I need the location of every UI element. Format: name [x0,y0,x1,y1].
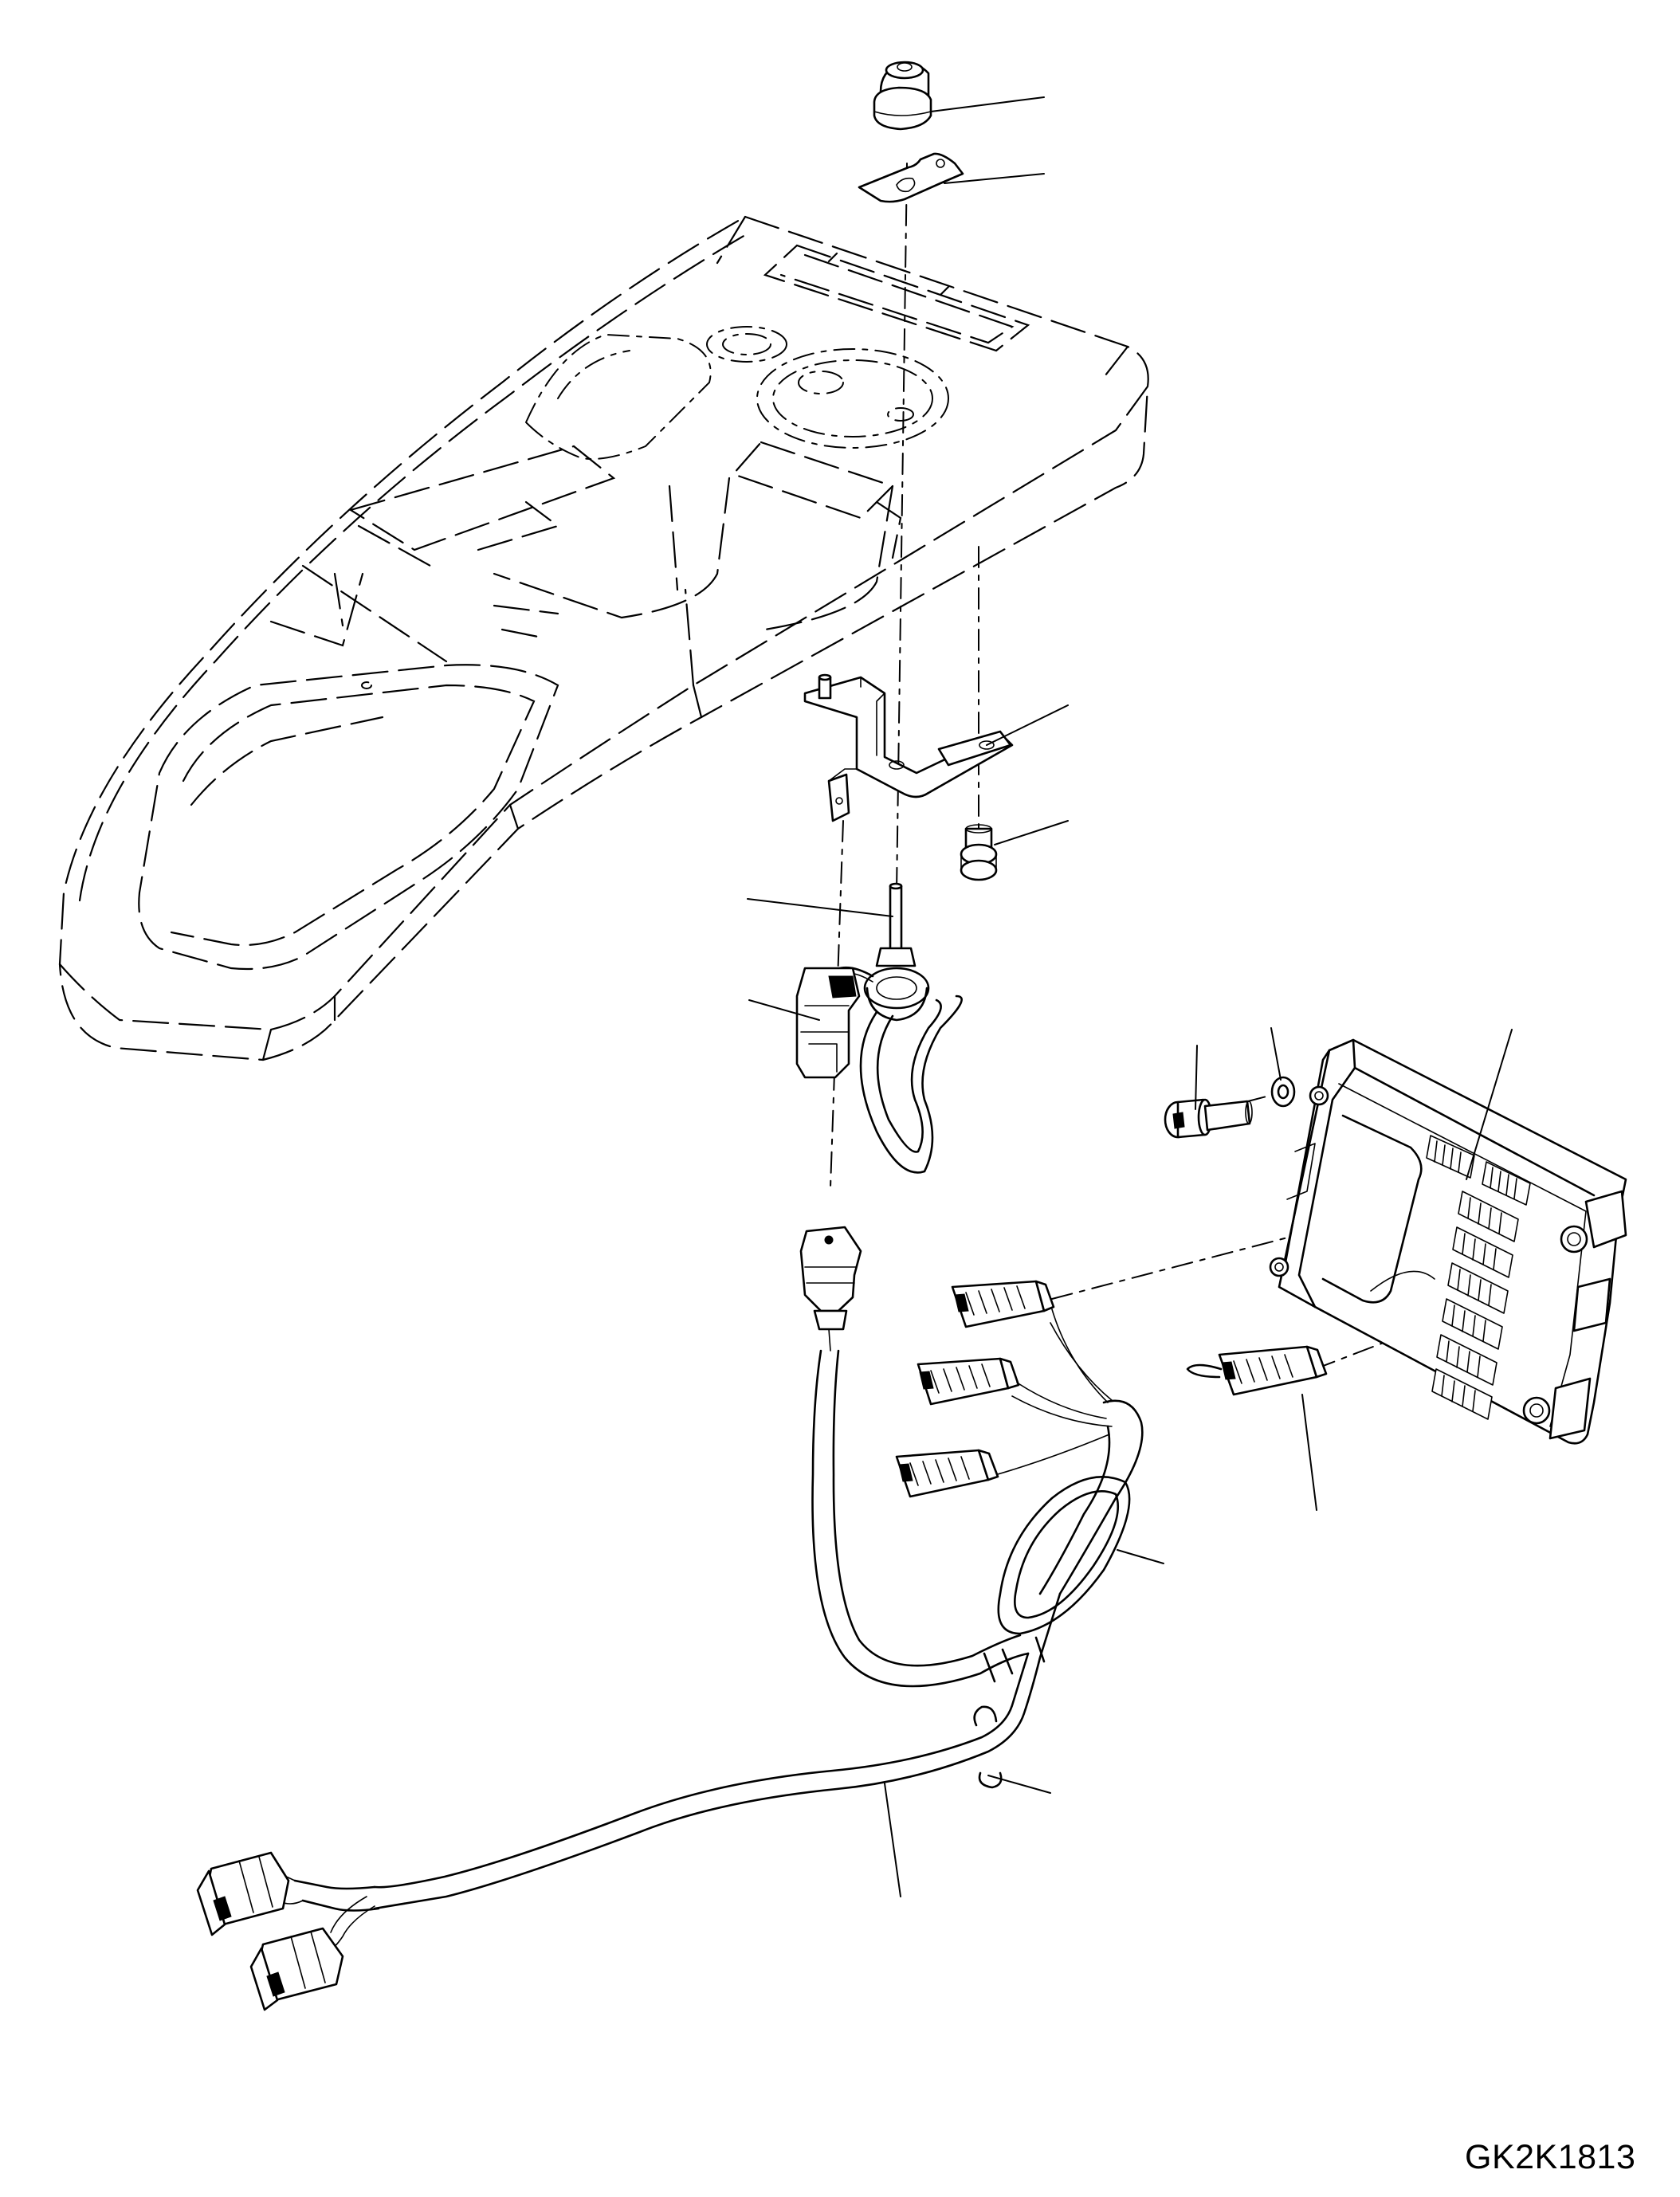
console-detail-rings [361,326,949,689]
pigtail-connector-2 [249,1927,344,2011]
harness-connector-1 [951,1280,1055,1328]
sensor-connector [795,967,861,1079]
harness-connector-2 [917,1357,1020,1406]
wire-harness [238,1308,1144,1953]
drawing-code-label: GK2K1813 [1465,2138,1636,2176]
pigtail-connector-1 [196,1851,290,1936]
mounting-bracket [803,673,1014,822]
cap-screw [1164,1098,1253,1139]
leader-lines [747,96,1513,1897]
console-body [58,215,1149,1061]
harness-connector-4 [1186,1345,1328,1396]
bracket-screw [960,824,998,881]
knob-nut [873,61,932,131]
harness-connector-3 [895,1449,999,1498]
harness-sensor-connector [799,1226,862,1352]
controller-unit [1269,1038,1627,1445]
washer [1270,1076,1296,1108]
rotary-sensor [827,882,963,1174]
lock-plate [858,152,964,203]
